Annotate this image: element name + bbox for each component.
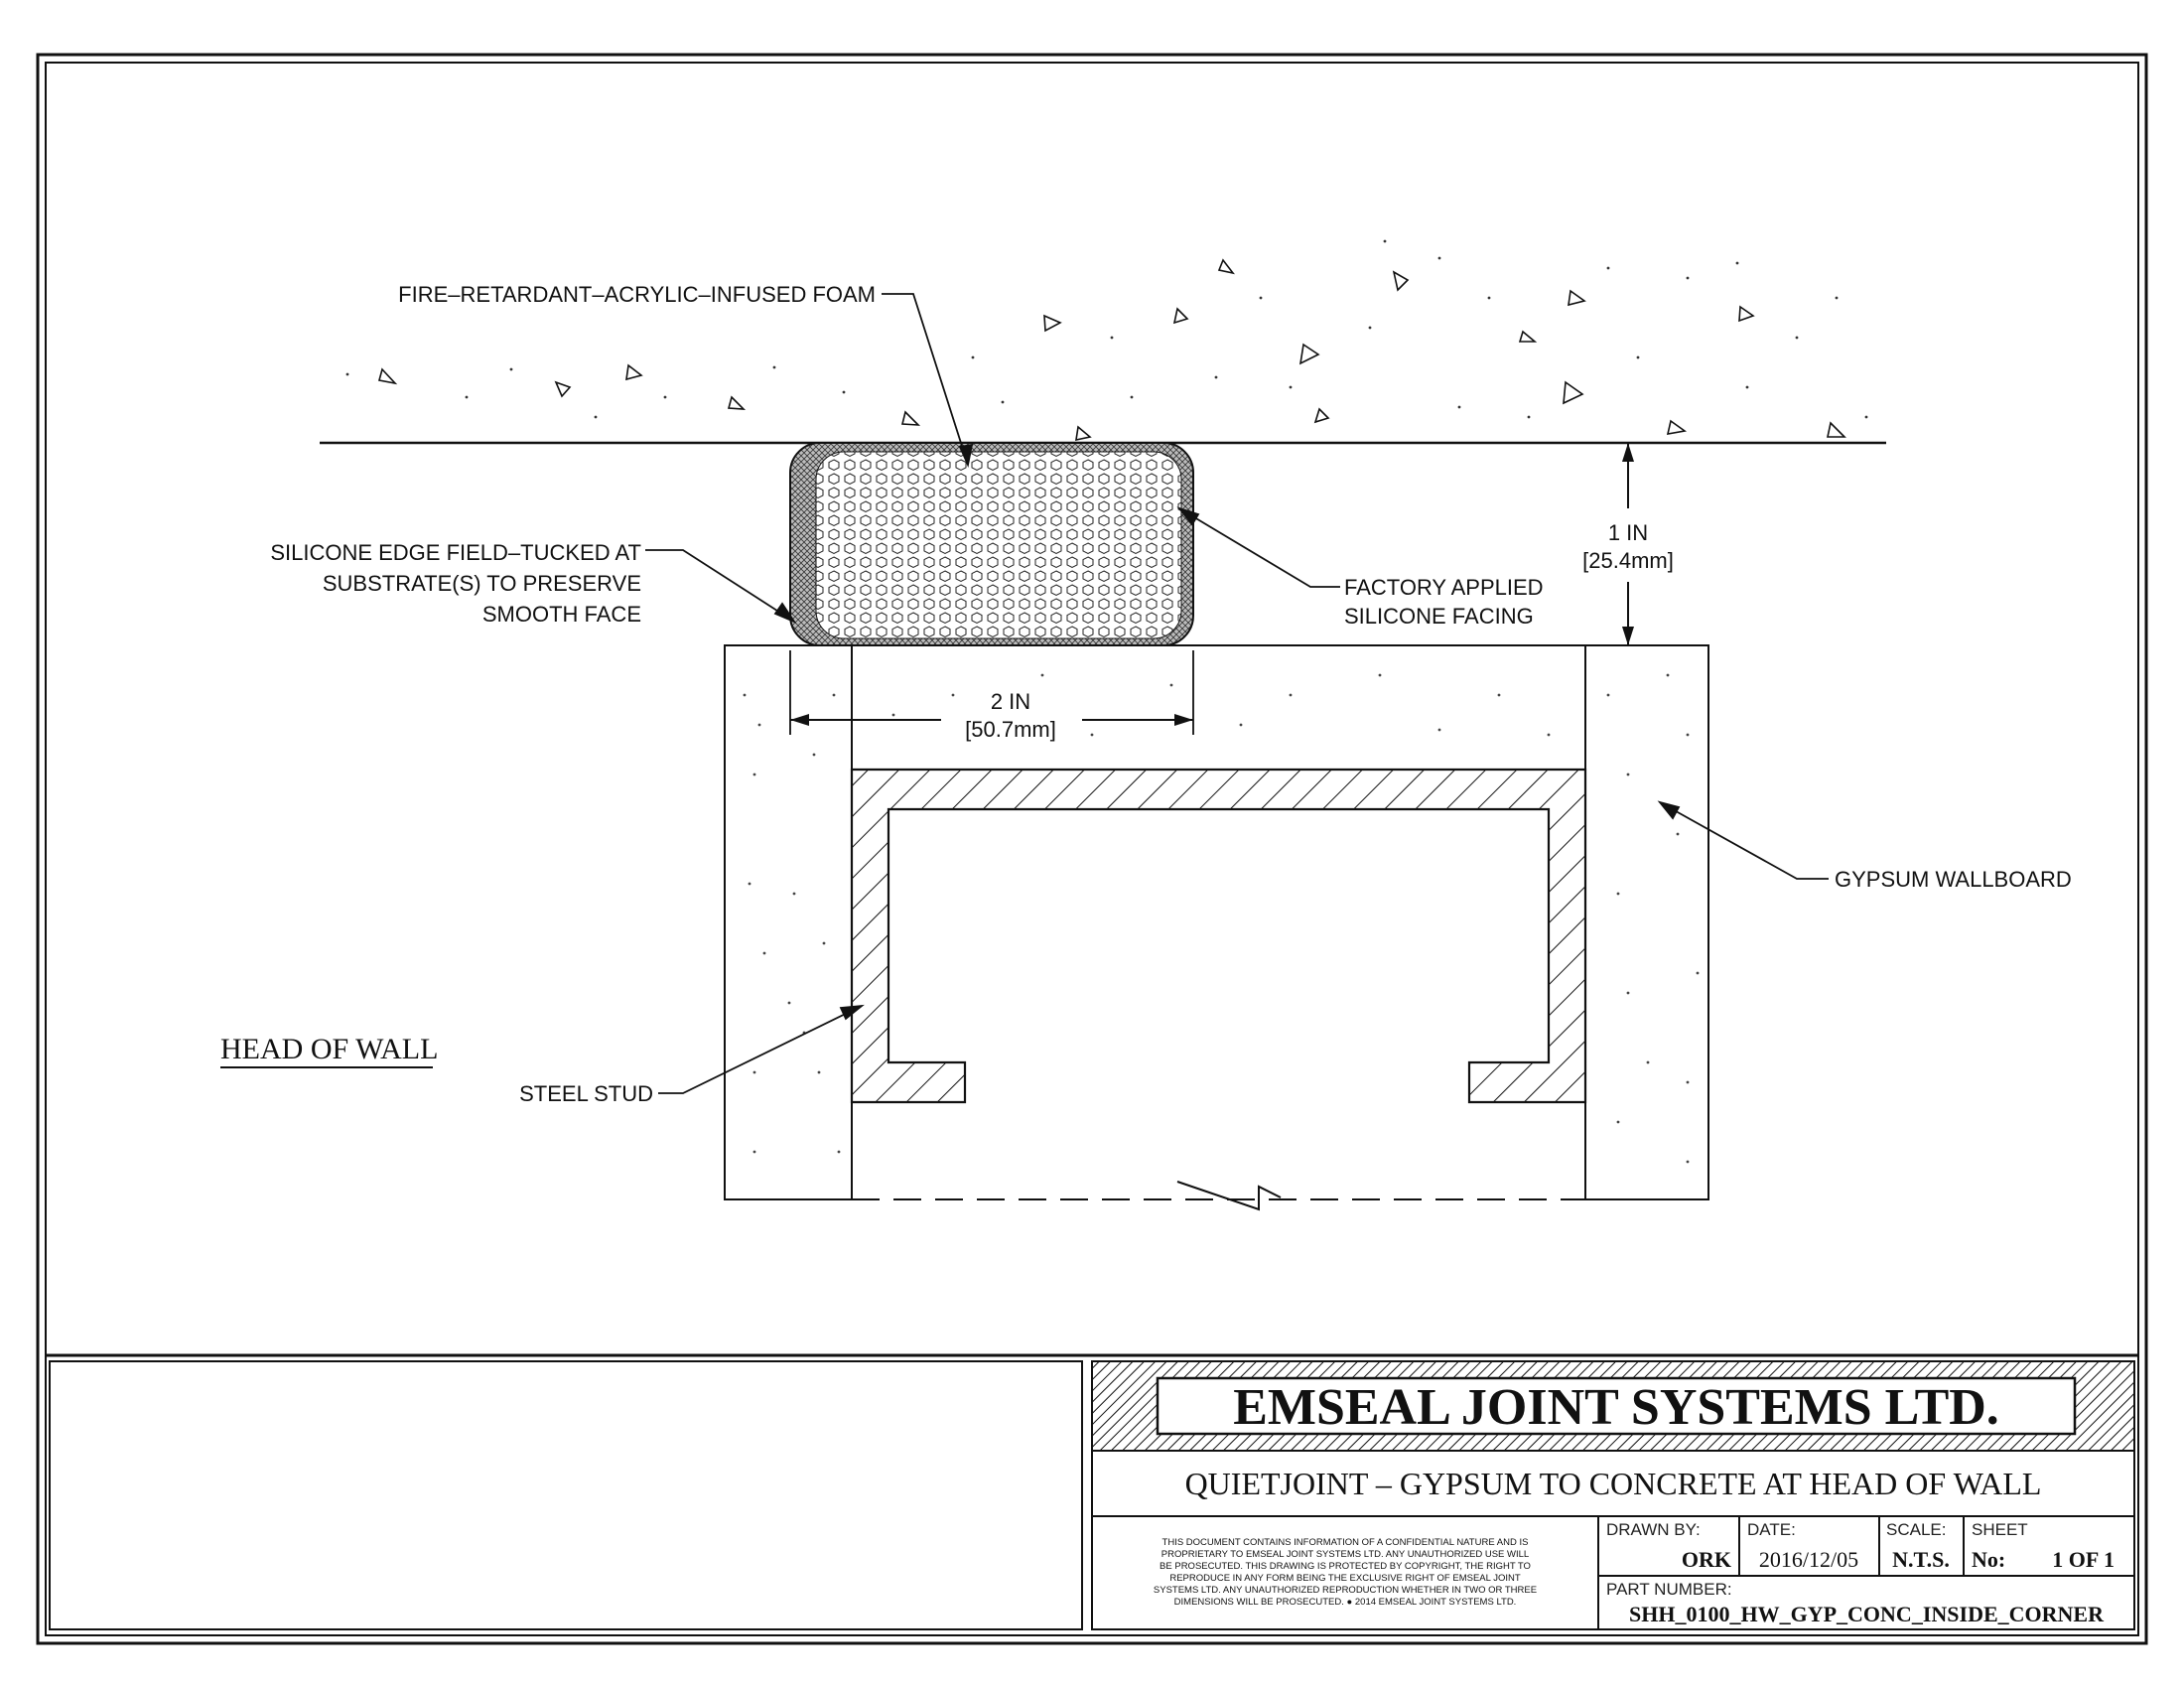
height-dim-mm: [25.4mm] [1582,548,1674,573]
callout-silicone-edge-line1: SILICONE EDGE FIELD–TUCKED AT [270,540,641,565]
callout-foam: FIRE–RETARDANT–ACRYLIC–INFUSED FOAM [398,282,876,307]
view-title: HEAD OF WALL [220,1033,438,1065]
gypsum-wallboard [724,644,1709,1200]
drawn-by-value: ORK [1682,1547,1731,1572]
disclaimer-line3: BE PROSECUTED. THIS DRAWING IS PROTECTED… [1160,1561,1531,1572]
callout-silicone-edge-line3: SMOOTH FACE [482,602,641,627]
height-dim-in: 1 IN [1608,520,1648,545]
width-dimension [789,650,1194,735]
steel-stud [850,768,1587,1211]
disclaimer-line1: THIS DOCUMENT CONTAINS INFORMATION OF A … [1162,1537,1529,1548]
date-label: DATE: [1747,1520,1796,1539]
part-number-value: SHH_0100_HW_GYP_CONC_INSIDE_CORNER [1629,1602,2105,1626]
callout-steel-stud: STEEL STUD [519,1081,653,1106]
callout-gypsum: GYPSUM WALLBOARD [1835,867,2072,892]
title-block [1091,1360,2135,1630]
date-value: 2016/12/05 [1759,1547,1858,1572]
callout-silicone-edge-line2: SUBSTRATE(S) TO PRESERVE [323,571,641,596]
disclaimer-line5: SYSTEMS LTD. ANY UNAUTHORIZED REPRODUCTI… [1154,1585,1537,1596]
revision-box [49,1360,1083,1630]
outer-border [36,53,2148,1645]
disclaimer-line2: PROPRIETARY TO EMSEAL JOINT SYSTEMS LTD.… [1161,1549,1529,1560]
scale-value: N.T.S. [1892,1547,1950,1572]
disclaimer-line6: DIMENSIONS WILL BE PROSECUTED. ● 2014 EM… [1174,1597,1517,1608]
disclaimer-line4: REPRODUCE IN ANY FORM BEING THE EXCLUSIV… [1169,1573,1521,1584]
sheet-no-label: No: [1972,1547,2005,1572]
leaders [645,293,1829,1094]
drawn-by-label: DRAWN BY: [1606,1520,1701,1539]
foam-joint [789,442,1194,646]
scale-label: SCALE: [1886,1520,1946,1539]
sheet-label: SHEET [1972,1520,2028,1539]
width-dim-in: 2 IN [991,689,1030,714]
height-dimension [1622,443,1634,645]
company-name: EMSEAL JOINT SYSTEMS LTD. [1233,1379,1999,1436]
width-dim-mm: [50.7mm] [965,717,1056,742]
callout-factory-facing-line2: SILICONE FACING [1344,604,1534,629]
part-number-label: PART NUMBER: [1606,1580,1732,1599]
inner-border [45,62,2139,1636]
drawing-title: QUIETJOINT – GYPSUM TO CONCRETE AT HEAD … [1185,1466,2042,1501]
sheet-value: 1 OF 1 [2052,1547,2115,1572]
callout-factory-facing-line1: FACTORY APPLIED [1344,575,1544,600]
concrete-slab [320,239,1886,445]
